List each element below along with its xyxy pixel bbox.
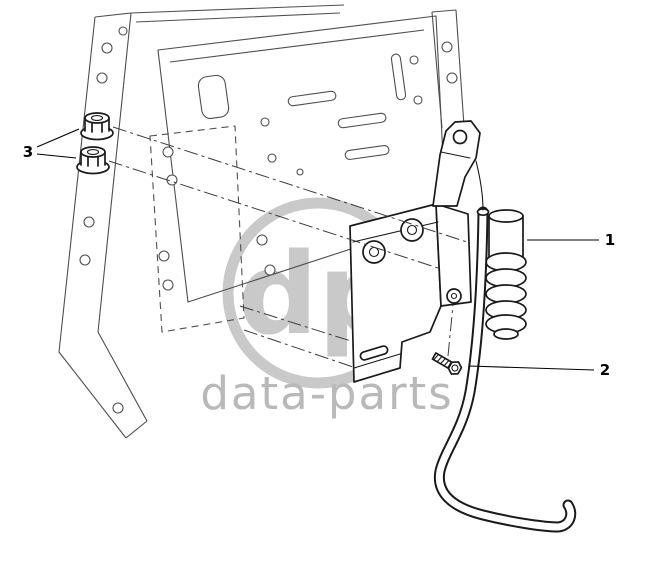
hole	[260, 117, 270, 127]
nut-hole	[90, 115, 104, 121]
axis-line-foot-2	[243, 329, 357, 369]
nut-hole	[86, 149, 100, 155]
hole	[446, 72, 458, 84]
lock-nuts	[76, 112, 114, 175]
frame-panel-cutouts	[197, 53, 407, 160]
lock-nut-lower	[76, 146, 110, 175]
axis-line-lower	[108, 160, 439, 269]
callout-2-label: 2	[600, 361, 610, 379]
hole	[83, 216, 95, 228]
watermark-wordmark: data-parts	[200, 367, 453, 420]
callouts: 1 2 3	[23, 128, 615, 379]
hole	[409, 55, 419, 65]
callout-2-leader	[468, 365, 595, 371]
bracket-hole-inner	[406, 224, 418, 236]
lock-nut-upper	[80, 112, 114, 141]
hole	[162, 279, 174, 291]
hole	[96, 72, 108, 84]
bracket-hole	[400, 218, 424, 242]
hole	[118, 26, 128, 36]
frame-holes	[79, 26, 458, 414]
bracket-pin-boss	[446, 288, 462, 304]
hidden-mount-plate	[149, 125, 245, 333]
hole	[79, 254, 91, 266]
panel-tab	[197, 74, 230, 119]
bracket-pin-hole	[450, 292, 458, 300]
nut-facets	[84, 117, 110, 133]
bracket-bend-line	[352, 221, 439, 243]
axis-line-upper	[112, 126, 471, 244]
mount-plate-holes	[158, 146, 178, 291]
arm-rod-link	[475, 160, 484, 211]
spring-assembly	[485, 209, 527, 340]
bracket-side-flange	[435, 203, 472, 307]
callout-1-label: 1	[605, 231, 615, 249]
mounting-bracket	[349, 203, 472, 383]
axis-line-foot-1	[239, 305, 355, 343]
lever-rod-inner	[435, 208, 575, 531]
hole	[256, 234, 268, 246]
hole	[101, 42, 113, 54]
pivot-arm	[432, 120, 484, 211]
panel-slot	[344, 145, 390, 160]
hex-bolt	[431, 352, 463, 375]
pivot-arm-edge	[440, 151, 471, 159]
panel-slot	[337, 112, 387, 129]
bolt-head-face	[451, 364, 459, 372]
bracket-foot-bend	[353, 353, 401, 369]
hole	[158, 250, 170, 262]
pivot-arm-hole	[452, 129, 468, 145]
hole	[162, 146, 174, 158]
panel-slot	[390, 53, 407, 101]
bracket-hole	[362, 240, 386, 264]
hole	[296, 168, 304, 176]
hole	[441, 41, 453, 53]
nut-facets	[80, 151, 106, 167]
spring-housing-top	[488, 209, 524, 223]
spring-end-cap	[493, 328, 519, 340]
pivot-arm-body	[432, 120, 481, 207]
hole	[112, 402, 124, 414]
bracket-foot-slot	[359, 345, 389, 361]
assembly-axis-lines	[108, 126, 471, 369]
bolt-head	[447, 361, 463, 375]
axis-line-bolt	[447, 304, 454, 357]
callout-3-leader-lower	[36, 153, 77, 159]
callout-3-label: 3	[23, 143, 33, 161]
callout-3-leader-upper	[36, 128, 80, 148]
hole	[413, 95, 423, 105]
frame-right-post	[431, 9, 465, 129]
panel-slot	[287, 90, 337, 107]
bolt-threads	[433, 353, 450, 367]
hole	[267, 153, 277, 163]
hole	[264, 264, 276, 276]
frame-left-pillar	[58, 12, 148, 439]
frame-top-rails	[130, 4, 345, 23]
